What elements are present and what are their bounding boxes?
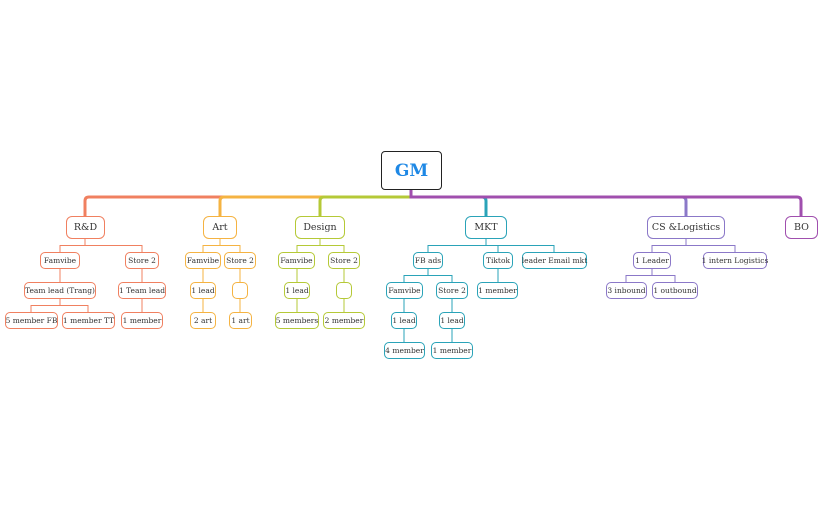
dept-art[interactable]: Art: [203, 216, 237, 239]
node-label: Store 2: [330, 256, 358, 265]
dept-mkt[interactable]: MKT: [465, 216, 507, 239]
node-art-2-art[interactable]: 2 art: [190, 312, 216, 329]
node-mkt-fb-store2-lead[interactable]: 1 lead: [439, 312, 465, 329]
node-label: 1 member: [122, 316, 162, 325]
node-label: leader Email mkt: [521, 256, 588, 265]
node-label: 3 inbound: [607, 286, 646, 295]
node-label: 1 Leader: [635, 256, 669, 265]
node-label: Store 2: [438, 286, 466, 295]
connector-line: [83, 188, 413, 218]
connector-line: [409, 188, 488, 218]
dept-label: CS &Logistics: [651, 222, 721, 233]
node-label: Store 2: [226, 256, 254, 265]
node-label: 1 member TT: [62, 316, 115, 325]
node-label: Famvibe: [280, 256, 313, 265]
node-design-empty[interactable]: [336, 282, 352, 299]
node-label: 1 intern Logistics: [701, 256, 769, 265]
dept-label: R&D: [73, 222, 98, 233]
node-mkt-leader-email[interactable]: leader Email mkt: [522, 252, 587, 269]
node-label: Famvibe: [186, 256, 220, 265]
node-label: Famvibe: [388, 286, 421, 295]
node-rd-famvibe[interactable]: Famvibe: [40, 252, 80, 269]
node-design-2-member[interactable]: 2 member: [323, 312, 365, 329]
node-design-1-lead[interactable]: 1 lead: [284, 282, 310, 299]
node-rd-1-member-tt[interactable]: 1 member TT: [62, 312, 115, 329]
node-mkt-tiktok-1-member[interactable]: 1 member: [477, 282, 518, 299]
node-mkt-fb-famvibe-4-member[interactable]: 4 member: [384, 342, 425, 359]
node-label: 1 member: [432, 346, 472, 355]
node-rd-team-lead[interactable]: Team lead (Trang): [24, 282, 96, 299]
node-label: Team lead (Trang): [25, 286, 95, 295]
dept-design[interactable]: Design: [295, 216, 345, 239]
node-art-famvibe[interactable]: Famvibe: [185, 252, 221, 269]
connector-line: [218, 188, 413, 218]
root-label: GM: [394, 160, 429, 181]
node-cs-1-leader[interactable]: 1 Leader: [633, 252, 671, 269]
connector-line: [409, 188, 803, 218]
dept-cs-logistics[interactable]: CS &Logistics: [647, 216, 725, 239]
node-rd-store2[interactable]: Store 2: [125, 252, 159, 269]
node-design-5-members[interactable]: 5 members: [275, 312, 319, 329]
node-design-store2[interactable]: Store 2: [328, 252, 360, 269]
node-label: Store 2: [128, 256, 156, 265]
node-label: 5 members: [275, 316, 319, 325]
node-mkt-fb-ads[interactable]: FB ads: [413, 252, 443, 269]
connector-line: [318, 188, 413, 218]
node-rd-1-member[interactable]: 1 member: [121, 312, 163, 329]
node-label: 5 member FB: [5, 316, 58, 325]
dept-bo[interactable]: BO: [785, 216, 818, 239]
node-art-1-lead[interactable]: 1 lead: [190, 282, 216, 299]
connector-line: [409, 188, 688, 218]
node-label: 1 lead: [440, 316, 464, 325]
node-cs-1-outbound[interactable]: 1 outbound: [652, 282, 698, 299]
node-label: Tiktok: [485, 256, 511, 265]
dept-label: BO: [794, 222, 809, 233]
node-label: 1 Team lead: [118, 286, 166, 295]
node-label: 1 outbound: [653, 286, 697, 295]
node-label: 2 art: [193, 316, 213, 325]
node-design-famvibe[interactable]: Famvibe: [278, 252, 315, 269]
dept-label: Design: [303, 222, 337, 233]
node-art-empty[interactable]: [232, 282, 248, 299]
node-mkt-fb-store2[interactable]: Store 2: [436, 282, 468, 299]
node-cs-3-inbound[interactable]: 3 inbound: [606, 282, 647, 299]
node-label: 2 member: [324, 316, 364, 325]
dept-rd[interactable]: R&D: [66, 216, 105, 239]
node-art-1-art[interactable]: 1 art: [229, 312, 252, 329]
node-mkt-fb-store2-1-member[interactable]: 1 member: [431, 342, 473, 359]
root-node-gm[interactable]: GM: [381, 151, 442, 190]
node-rd-1-team-lead[interactable]: 1 Team lead: [118, 282, 166, 299]
dept-label: Art: [212, 222, 228, 233]
node-mkt-fb-famvibe[interactable]: Famvibe: [386, 282, 423, 299]
node-label: 1 member: [478, 286, 517, 295]
dept-label: MKT: [474, 222, 498, 233]
node-mkt-fb-famvibe-lead[interactable]: 1 lead: [391, 312, 417, 329]
node-label: 1 art: [231, 316, 250, 325]
node-cs-intern-logistics[interactable]: 1 intern Logistics: [701, 252, 769, 269]
node-art-store2[interactable]: Store 2: [224, 252, 256, 269]
node-label: 1 lead: [285, 286, 309, 295]
node-label: Famvibe: [43, 256, 77, 265]
node-label: 4 member: [385, 346, 424, 355]
node-label: FB ads: [414, 256, 442, 265]
node-rd-5-member-fb[interactable]: 5 member FB: [5, 312, 58, 329]
node-label: 1 lead: [392, 316, 416, 325]
node-label: 1 lead: [191, 286, 215, 295]
node-mkt-tiktok[interactable]: Tiktok: [483, 252, 513, 269]
